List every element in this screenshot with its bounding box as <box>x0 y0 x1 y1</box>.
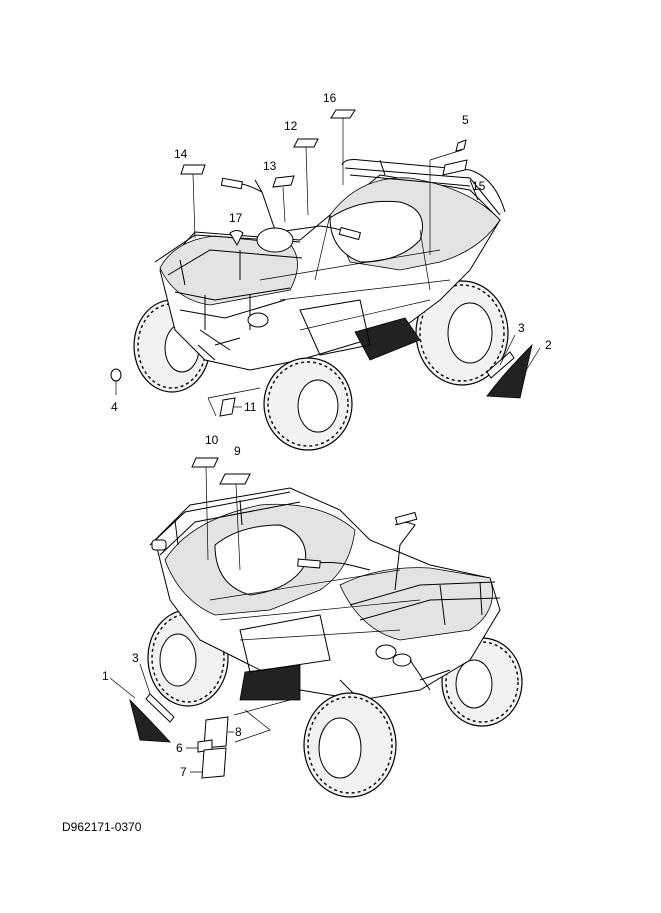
bottom-decal-labels <box>109 457 291 779</box>
decal-15 <box>442 159 468 176</box>
callout-1: 1 <box>102 669 109 683</box>
atv-bottom-view <box>147 487 523 798</box>
decal-5 <box>455 139 467 152</box>
callout-9: 9 <box>234 444 241 458</box>
top-decal-labels <box>110 109 541 417</box>
decal-1 <box>129 698 171 743</box>
decal-10 <box>191 457 219 468</box>
callout-15: 15 <box>472 179 486 193</box>
callout-7: 7 <box>180 765 187 779</box>
callout-14: 14 <box>174 147 188 161</box>
atv-top-view <box>133 159 509 451</box>
callout-11: 11 <box>244 400 257 414</box>
decal-7 <box>201 747 227 779</box>
tire-front-left-near <box>303 692 397 798</box>
decal-9 <box>219 473 251 485</box>
tire-rear-right <box>415 280 509 386</box>
decal-2 <box>486 343 533 399</box>
decal-16 <box>330 109 356 119</box>
callout-10: 10 <box>205 433 219 447</box>
diagram-code: D962171-0370 <box>62 820 142 834</box>
callout-3-bottom: 3 <box>132 651 139 665</box>
decal-3-top <box>486 351 515 379</box>
decal-3-bottom <box>145 693 175 723</box>
callout-5: 5 <box>462 113 469 127</box>
callout-16: 16 <box>323 91 337 105</box>
callout-3-top: 3 <box>518 321 525 335</box>
callout-8: 8 <box>235 725 242 739</box>
callout-2: 2 <box>545 338 552 352</box>
decal-13 <box>272 175 295 188</box>
callout-6: 6 <box>176 741 183 755</box>
decal-4 <box>110 368 122 382</box>
callout-17: 17 <box>229 211 243 225</box>
callout-13: 13 <box>263 159 277 173</box>
tire-front-right <box>263 357 353 451</box>
decal-12 <box>293 138 319 148</box>
callout-4: 4 <box>111 400 118 414</box>
decal-17 <box>229 230 244 247</box>
callout-12: 12 <box>284 119 298 133</box>
decal-14 <box>180 164 206 175</box>
decal-11 <box>219 397 236 417</box>
